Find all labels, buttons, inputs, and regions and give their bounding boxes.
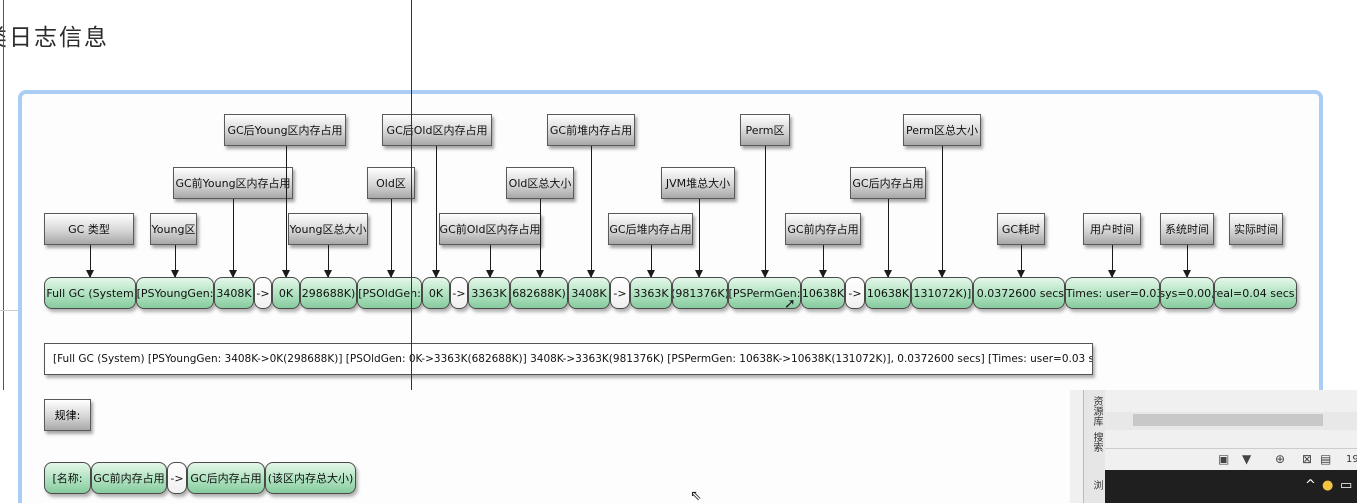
callout-old-before: GC前Old区内存占用 — [439, 213, 541, 245]
side-tab-browse[interactable]: 浏 — [1091, 480, 1102, 490]
ide-toolbar — [1105, 448, 1357, 470]
arrow-heap-after — [647, 245, 655, 278]
callout-heap-after: GC后堆内存占用 — [608, 213, 693, 245]
filter-icon[interactable]: ▼ — [1242, 452, 1252, 466]
seg-perm-before: 10638K — [801, 277, 845, 309]
seg-sys-time: sys=0.00, — [1160, 277, 1214, 309]
callout-perm-before: GC前内存占用 — [785, 213, 861, 245]
seg-perm-after: 10638K — [865, 277, 911, 309]
arrow-sys-time — [1183, 245, 1191, 278]
callout-gc-type: GC 类型 — [44, 213, 134, 245]
callout-young-area: Young区 — [150, 213, 197, 245]
save-icon[interactable]: ▣ — [1218, 452, 1230, 466]
seg-arrow-2: -> — [450, 277, 468, 309]
seg-arrow-1: -> — [254, 277, 272, 309]
grid-icon[interactable]: ⊠ — [1302, 452, 1313, 466]
rule-seg-before: GC前内存占用 — [91, 462, 167, 494]
callout-old-total: Old区总大小 — [506, 167, 574, 199]
seg-arrow-4: -> — [845, 277, 865, 309]
rule-seg-after: GC后内存占用 — [187, 462, 265, 494]
arrow-old-area — [387, 199, 395, 278]
arrow-heap-before — [587, 146, 595, 278]
tray-app-icon[interactable]: ● — [1322, 478, 1334, 493]
overlay-vertical-line — [411, 0, 412, 390]
raw-log-line: [Full GC (System) [PSYoungGen: 3408K->0K… — [44, 343, 1093, 375]
seg-pspermgen: [PSPermGen: — [728, 277, 801, 309]
seg-heap-before: 3408K — [568, 277, 610, 309]
left-divider — [3, 0, 4, 390]
arrow-jvm-heap-total — [695, 199, 703, 278]
callout-old-area: Old区 — [367, 167, 415, 199]
seg-gc-duration: , 0.0372600 secs] — [973, 277, 1065, 309]
arrow-user-time — [1108, 245, 1116, 278]
mouse-cursor: ➚ — [784, 296, 796, 312]
seg-psoldgen: [PSOldGen: — [357, 277, 422, 309]
seg-young-after: 0K — [272, 277, 300, 309]
callout-perm-after: GC后内存占用 — [850, 167, 926, 199]
callout-young-total: Young区总大小 — [288, 213, 368, 245]
callout-young-after: GC后Young区内存占用 — [224, 114, 346, 146]
seg-old-after: 3363K — [468, 277, 510, 309]
callout-real-time: 实际时间 — [1229, 213, 1283, 245]
seg-old-total: (682688K)] — [510, 277, 568, 309]
side-tab-search[interactable]: 搜索 — [1091, 432, 1102, 452]
side-tab-resources[interactable]: 资源库 — [1091, 396, 1102, 426]
arrow-gc-time — [1017, 245, 1025, 278]
seg-psyounggen: [PSYoungGen: — [136, 277, 214, 309]
seg-young-total: (298688K)] — [300, 277, 357, 309]
seg-heap-after: 3363K — [630, 277, 672, 309]
tray-network-icon[interactable]: ▭ — [1340, 478, 1353, 493]
rule-label: 规律: — [44, 399, 91, 431]
arrow-perm-total — [938, 146, 946, 278]
callout-perm-total: Perm区总大小 — [903, 114, 981, 146]
scrollbar-thumb[interactable] — [1133, 414, 1323, 426]
tray-up-icon[interactable]: ^ — [1305, 478, 1316, 493]
callout-old-after: GC后Old区内存占用 — [382, 114, 492, 146]
arrow-young-total — [324, 245, 332, 278]
mouse-cursor-2: ⇖ — [690, 488, 702, 503]
callout-young-before: GC前Young区内存占用 — [173, 167, 293, 199]
callout-jvm-heap-total: JVM堆总大小 — [661, 167, 735, 199]
arrow-young-after — [282, 146, 290, 278]
taskbar — [1105, 470, 1357, 503]
arrow-old-total — [536, 199, 544, 278]
arrow-gc-type — [86, 245, 94, 278]
callout-gc-time: GC耗时 — [997, 213, 1045, 245]
rule-seg-total: (该区内存总大小) — [265, 462, 356, 494]
page-heading: 类日志信息 — [0, 25, 109, 51]
arrow-old-after — [432, 146, 440, 278]
seg-heap-total: (981376K) — [672, 277, 728, 309]
callout-perm-area: Perm区 — [740, 114, 790, 146]
seg-young-before: 3408K — [214, 277, 254, 309]
seg-arrow-3: -> — [610, 277, 630, 309]
arrow-young-before — [229, 199, 237, 278]
arrow-young-area — [171, 245, 179, 278]
callout-user-time: 用户时间 — [1083, 213, 1141, 245]
toolbar-number: 19 — [1346, 454, 1357, 465]
arrow-perm-before — [819, 245, 827, 278]
seg-user-time: [Times: user=0.03 — [1065, 277, 1160, 309]
seg-perm-total: (131072K)], — [911, 277, 973, 309]
side-tab-strip — [1083, 390, 1105, 503]
rule-seg-arrow: -> — [167, 462, 187, 494]
arrow-old-before — [486, 245, 494, 278]
add-icon[interactable]: ⊕ — [1275, 452, 1286, 466]
arrow-perm-area — [761, 146, 769, 278]
callout-heap-before: GC前堆内存占用 — [547, 114, 635, 146]
arrow-perm-after — [884, 199, 892, 278]
rule-seg-name: [名称: — [44, 462, 91, 494]
horizontal-divider — [0, 310, 20, 311]
callout-sys-time: 系统时间 — [1160, 213, 1214, 245]
seg-real-time: real=0.04 secs] — [1214, 277, 1297, 309]
seg-old-before: 0K — [422, 277, 450, 309]
seg-full-gc: [Full GC (System) — [44, 277, 136, 309]
window-icon[interactable]: ▤ — [1320, 452, 1332, 466]
